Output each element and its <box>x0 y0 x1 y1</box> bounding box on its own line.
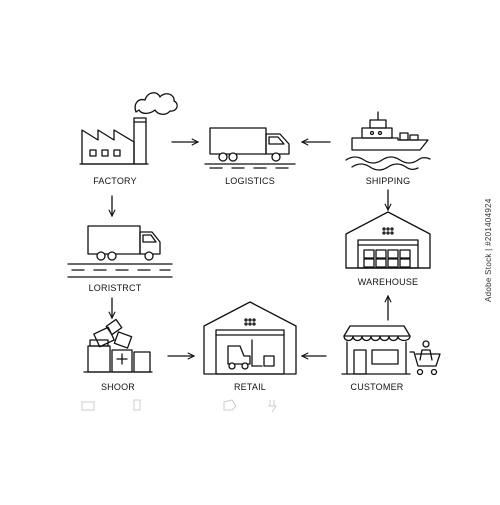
faint-icons <box>81 399 277 413</box>
warehouse-icon <box>345 211 431 269</box>
label-customer: CUSTOMER <box>350 382 404 392</box>
faint-plug-icon <box>268 400 277 413</box>
factory-icon <box>79 92 178 165</box>
boxes-icon <box>83 318 153 373</box>
truck-icon <box>204 127 296 169</box>
label-warehouse: WAREHOUSE <box>357 277 419 287</box>
label-loristrct: LORISTRCT <box>88 283 142 293</box>
shop-with-cart-icon <box>341 325 441 376</box>
ship-icon <box>345 111 431 171</box>
arrows <box>112 142 388 356</box>
stock-watermark: Adobe Stock | #201404924 <box>484 198 493 302</box>
truck-on-road-icon <box>67 225 173 278</box>
label-logistics: LOGISTICS <box>225 176 275 186</box>
label-shipping: SHIPPING <box>365 176 411 186</box>
faint-truck-icon <box>81 401 95 411</box>
faint-hand-icon <box>223 399 237 411</box>
label-retail: RETAIL <box>233 382 267 392</box>
label-shoor: SHOOR <box>100 382 135 392</box>
label-factory: FACTORY <box>93 176 137 186</box>
forklift-warehouse-icon <box>203 301 297 375</box>
faint-bottle-icon <box>133 399 141 411</box>
